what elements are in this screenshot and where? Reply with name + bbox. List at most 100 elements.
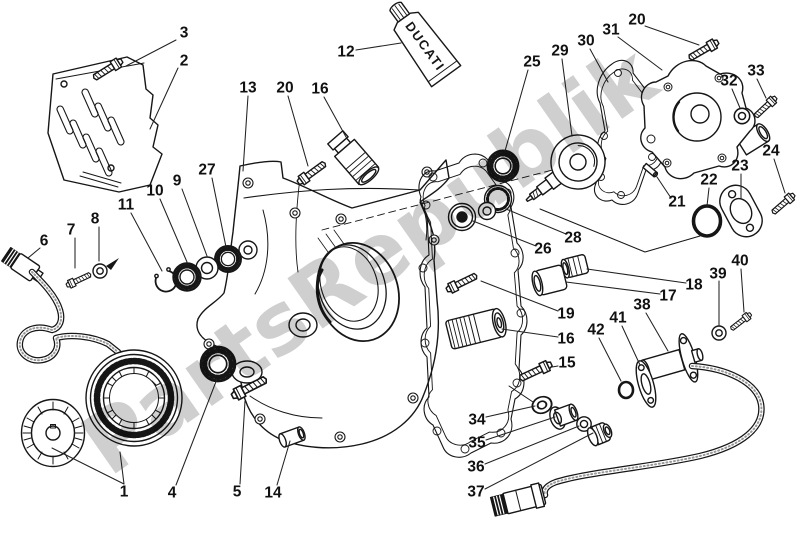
seal-4 [201, 347, 236, 382]
callout-18: 18 [685, 277, 703, 294]
plug-37 [586, 422, 613, 447]
callout-6: 6 [40, 233, 49, 250]
leader-line-11 [130, 212, 163, 272]
callout-40: 40 [731, 253, 748, 270]
screw-24 [769, 190, 798, 217]
callout-3: 3 [180, 25, 189, 42]
callout-29: 29 [551, 43, 569, 60]
leader-line-27 [211, 177, 227, 248]
callout-32: 32 [720, 73, 737, 90]
pump-shaft-29 [525, 134, 606, 203]
callout-12: 12 [337, 44, 354, 61]
callout-10: 10 [146, 183, 163, 200]
callout-27: 27 [198, 162, 215, 179]
leader-line-14 [276, 440, 291, 486]
leader-line-38 [645, 312, 669, 352]
o-ring-22 [691, 204, 723, 238]
leader-line-20 [644, 25, 700, 46]
callout-25: 25 [523, 54, 541, 71]
cover-bore [315, 229, 400, 343]
leader-line-42 [598, 337, 622, 382]
callout-16: 16 [311, 81, 329, 98]
leader-line-5 [239, 400, 246, 485]
water-pump-cover-31 [640, 59, 771, 180]
callout-37: 37 [467, 484, 484, 501]
sprocket-cover [47, 56, 163, 193]
screw-20b [686, 36, 722, 64]
construction-lines [508, 208, 701, 403]
screw-19 [443, 270, 480, 296]
callout-13: 13 [239, 80, 257, 97]
leader-line-22 [706, 187, 710, 207]
pin-21 [642, 162, 659, 178]
leader-line-35 [485, 416, 556, 441]
leader-line-2 [149, 67, 179, 130]
leader-line-6 [27, 247, 41, 259]
engine-cover [196, 159, 450, 449]
spacer-14 [278, 426, 306, 448]
screw-40 [728, 310, 754, 333]
union-fitting-16-side [445, 307, 507, 350]
gasket-41 [635, 360, 657, 408]
leader-line-31 [617, 36, 663, 71]
leader-line-16 [501, 328, 559, 338]
screw-20a [294, 158, 329, 188]
leader-line-16 [323, 96, 347, 138]
callout-22: 22 [700, 172, 717, 189]
alternator-stator [85, 349, 183, 447]
sensor-cable [489, 362, 765, 517]
callout-7: 7 [67, 222, 76, 239]
cable-connector-37pin [489, 482, 547, 517]
leader-line-4 [175, 378, 218, 486]
leader-line-1 [51, 447, 125, 485]
callout-8: 8 [91, 211, 100, 228]
callout-34: 34 [468, 412, 486, 429]
callout-38: 38 [633, 297, 651, 314]
callout-17: 17 [659, 288, 676, 305]
callout-9: 9 [173, 173, 182, 190]
callout-28: 28 [564, 230, 582, 247]
bearing-25 [487, 150, 518, 181]
leader-line-30 [589, 48, 609, 83]
callout-20: 20 [276, 80, 293, 97]
leader-line-10 [159, 198, 188, 263]
leader-line-29 [561, 58, 573, 137]
callout-42: 42 [587, 322, 604, 339]
circlip-11 [154, 267, 178, 293]
leader-line-12 [355, 42, 402, 51]
washer-row-end [238, 240, 258, 260]
callout-35: 35 [468, 435, 486, 452]
leader-line-17 [565, 281, 661, 295]
leader-line-26 [472, 220, 537, 247]
direction-arrow-icon [106, 258, 119, 270]
leader-line-15 [551, 365, 559, 368]
leader-line-13 [242, 95, 249, 172]
callout-24: 24 [762, 143, 780, 160]
callout-14: 14 [264, 485, 282, 502]
callout-5: 5 [233, 484, 242, 501]
cover-gasket [418, 153, 528, 458]
leader-line-28 [505, 208, 567, 235]
screw-15 [516, 358, 555, 385]
callout-11: 11 [118, 197, 135, 214]
spacer-17 [531, 264, 568, 297]
callout-19: 19 [557, 306, 575, 323]
leader-line-3 [125, 39, 177, 67]
alternator-rotor [20, 398, 86, 468]
o-ring-42 [617, 380, 635, 400]
callout-30: 30 [577, 33, 594, 50]
seal-26 [447, 202, 477, 232]
leader-line-9 [181, 188, 208, 257]
leader-line-24 [773, 158, 786, 194]
ring-9 [195, 256, 219, 280]
leader-line-1 [119, 451, 125, 485]
washer-39 [711, 325, 727, 341]
sensor-35 [549, 403, 579, 430]
callout-39: 39 [709, 266, 727, 283]
callout-31: 31 [602, 22, 620, 39]
leader-line-19 [480, 280, 559, 312]
callout-33: 33 [747, 63, 765, 80]
